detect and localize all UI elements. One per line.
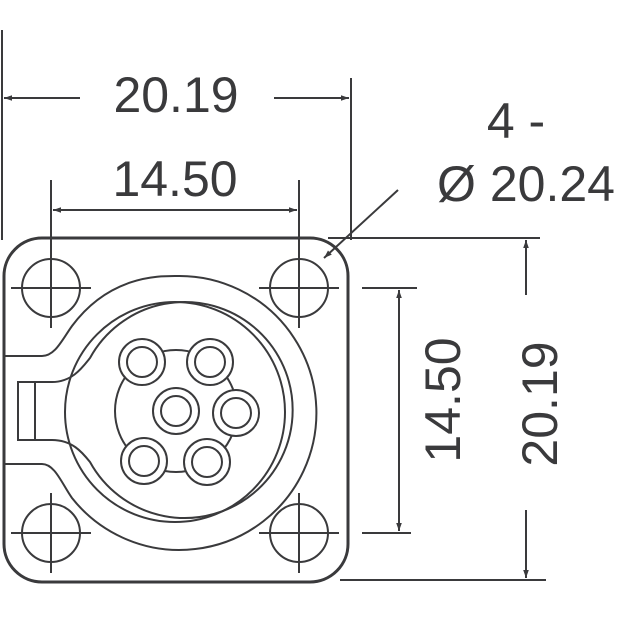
hole-spacing-width-label: 14.50 <box>112 151 237 207</box>
mounting-hole-bottom-right <box>259 493 339 573</box>
mounting-hole-top-left <box>11 248 91 328</box>
hole-spacing-height-dimension <box>362 287 417 534</box>
hole-spacing-height-label: 14.50 <box>415 337 471 462</box>
overall-width-dimension <box>1 30 352 240</box>
mounting-hole-top-right <box>259 248 339 328</box>
insert-outer-ring <box>64 301 286 523</box>
hole-count-label: 4 - <box>487 93 545 149</box>
overall-height-dimension <box>328 237 546 581</box>
contact-5 <box>120 437 168 485</box>
contact-4 <box>212 389 260 437</box>
overall-width-label: 20.19 <box>113 67 238 123</box>
overall-height-label: 20.19 <box>512 341 568 466</box>
hole-spacing-width-dimension <box>50 180 300 260</box>
connector-body-outline <box>2 236 350 584</box>
mounting-hole-bottom-left <box>11 493 91 573</box>
contact-6 <box>183 438 231 486</box>
contact-3 <box>152 387 200 435</box>
contact-1 <box>118 338 166 386</box>
latch-inner-outline <box>17 301 294 519</box>
latch-flange-outline <box>5 274 318 551</box>
contact-2 <box>186 338 234 386</box>
hole-diameter-label: Ø 20.24 <box>437 156 615 212</box>
